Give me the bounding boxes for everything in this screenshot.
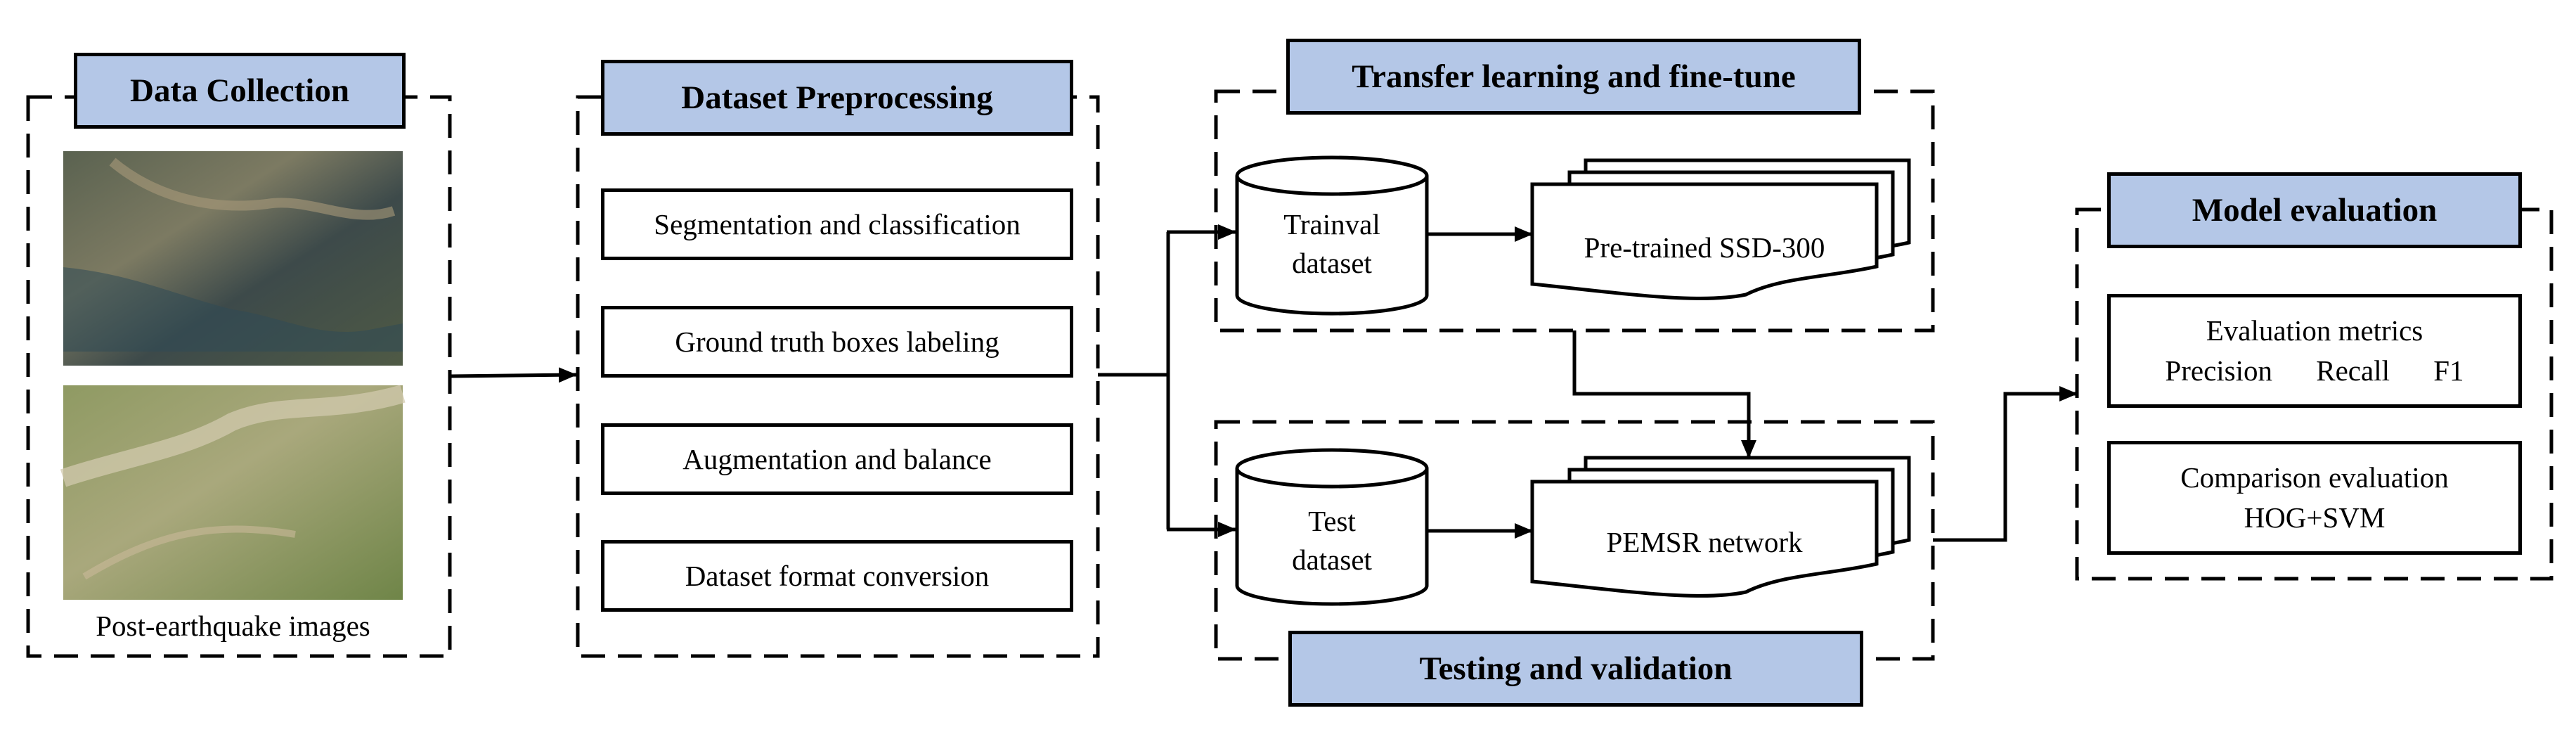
test-line2: dataset <box>1292 544 1372 577</box>
metric-f1: F1 <box>2433 354 2464 387</box>
comparison-box: Comparison evaluation HOG+SVM <box>2107 441 2522 555</box>
data-collection-title: Data Collection <box>74 53 406 129</box>
images-caption: Post-earthquake images <box>96 610 370 642</box>
arrow-ssd-to-pemsr <box>1572 330 1756 458</box>
trainval-line2: dataset <box>1292 247 1372 280</box>
transfer-frame <box>1214 89 1935 333</box>
preprocessing-title: Dataset Preprocessing <box>601 60 1073 136</box>
step-format-conversion: Dataset format conversion <box>601 540 1073 612</box>
test-database-icon <box>1235 448 1429 606</box>
comparison-method: HOG+SVM <box>2244 501 2386 534</box>
trainval-line1: Trainval <box>1283 208 1380 240</box>
evaluation-title: Model evaluation <box>2107 172 2522 248</box>
data-collection-frame <box>26 95 452 658</box>
test-dataset-label: Test dataset <box>1237 502 1427 580</box>
metrics-title: Evaluation metrics <box>2206 314 2423 347</box>
metric-precision: Precision <box>2165 354 2273 387</box>
ssd-model-label: Pre-trained SSD-300 <box>1584 231 1825 264</box>
step-segmentation: Segmentation and classification <box>601 188 1073 260</box>
satellite-image-bottom <box>60 385 406 600</box>
satellite-image-top <box>63 151 403 366</box>
trainval-dataset-label: Trainval dataset <box>1237 205 1427 283</box>
arrow-collection-to-preprocessing <box>449 367 577 383</box>
step-augmentation: Augmentation and balance <box>601 423 1073 495</box>
pemsr-model-stack <box>1530 456 1911 598</box>
test-line1: Test <box>1308 505 1356 537</box>
arrow-testing-to-evaluation <box>1933 386 2078 542</box>
metrics-box: Evaluation metrics Precision Recall F1 <box>2107 294 2522 408</box>
ssd-model-stack <box>1530 158 1911 300</box>
metric-recall: Recall <box>2316 354 2390 387</box>
pemsr-model-label: PEMSR network <box>1606 526 1803 558</box>
metrics-list: Precision Recall F1 <box>2147 351 2482 391</box>
step-labeling: Ground truth boxes labeling <box>601 306 1073 378</box>
trainval-database-icon <box>1235 155 1429 316</box>
comparison-title: Comparison evaluation <box>2180 461 2449 494</box>
transfer-title: Transfer learning and fine-tune <box>1286 39 1861 115</box>
testing-title: Testing and validation <box>1288 631 1863 707</box>
